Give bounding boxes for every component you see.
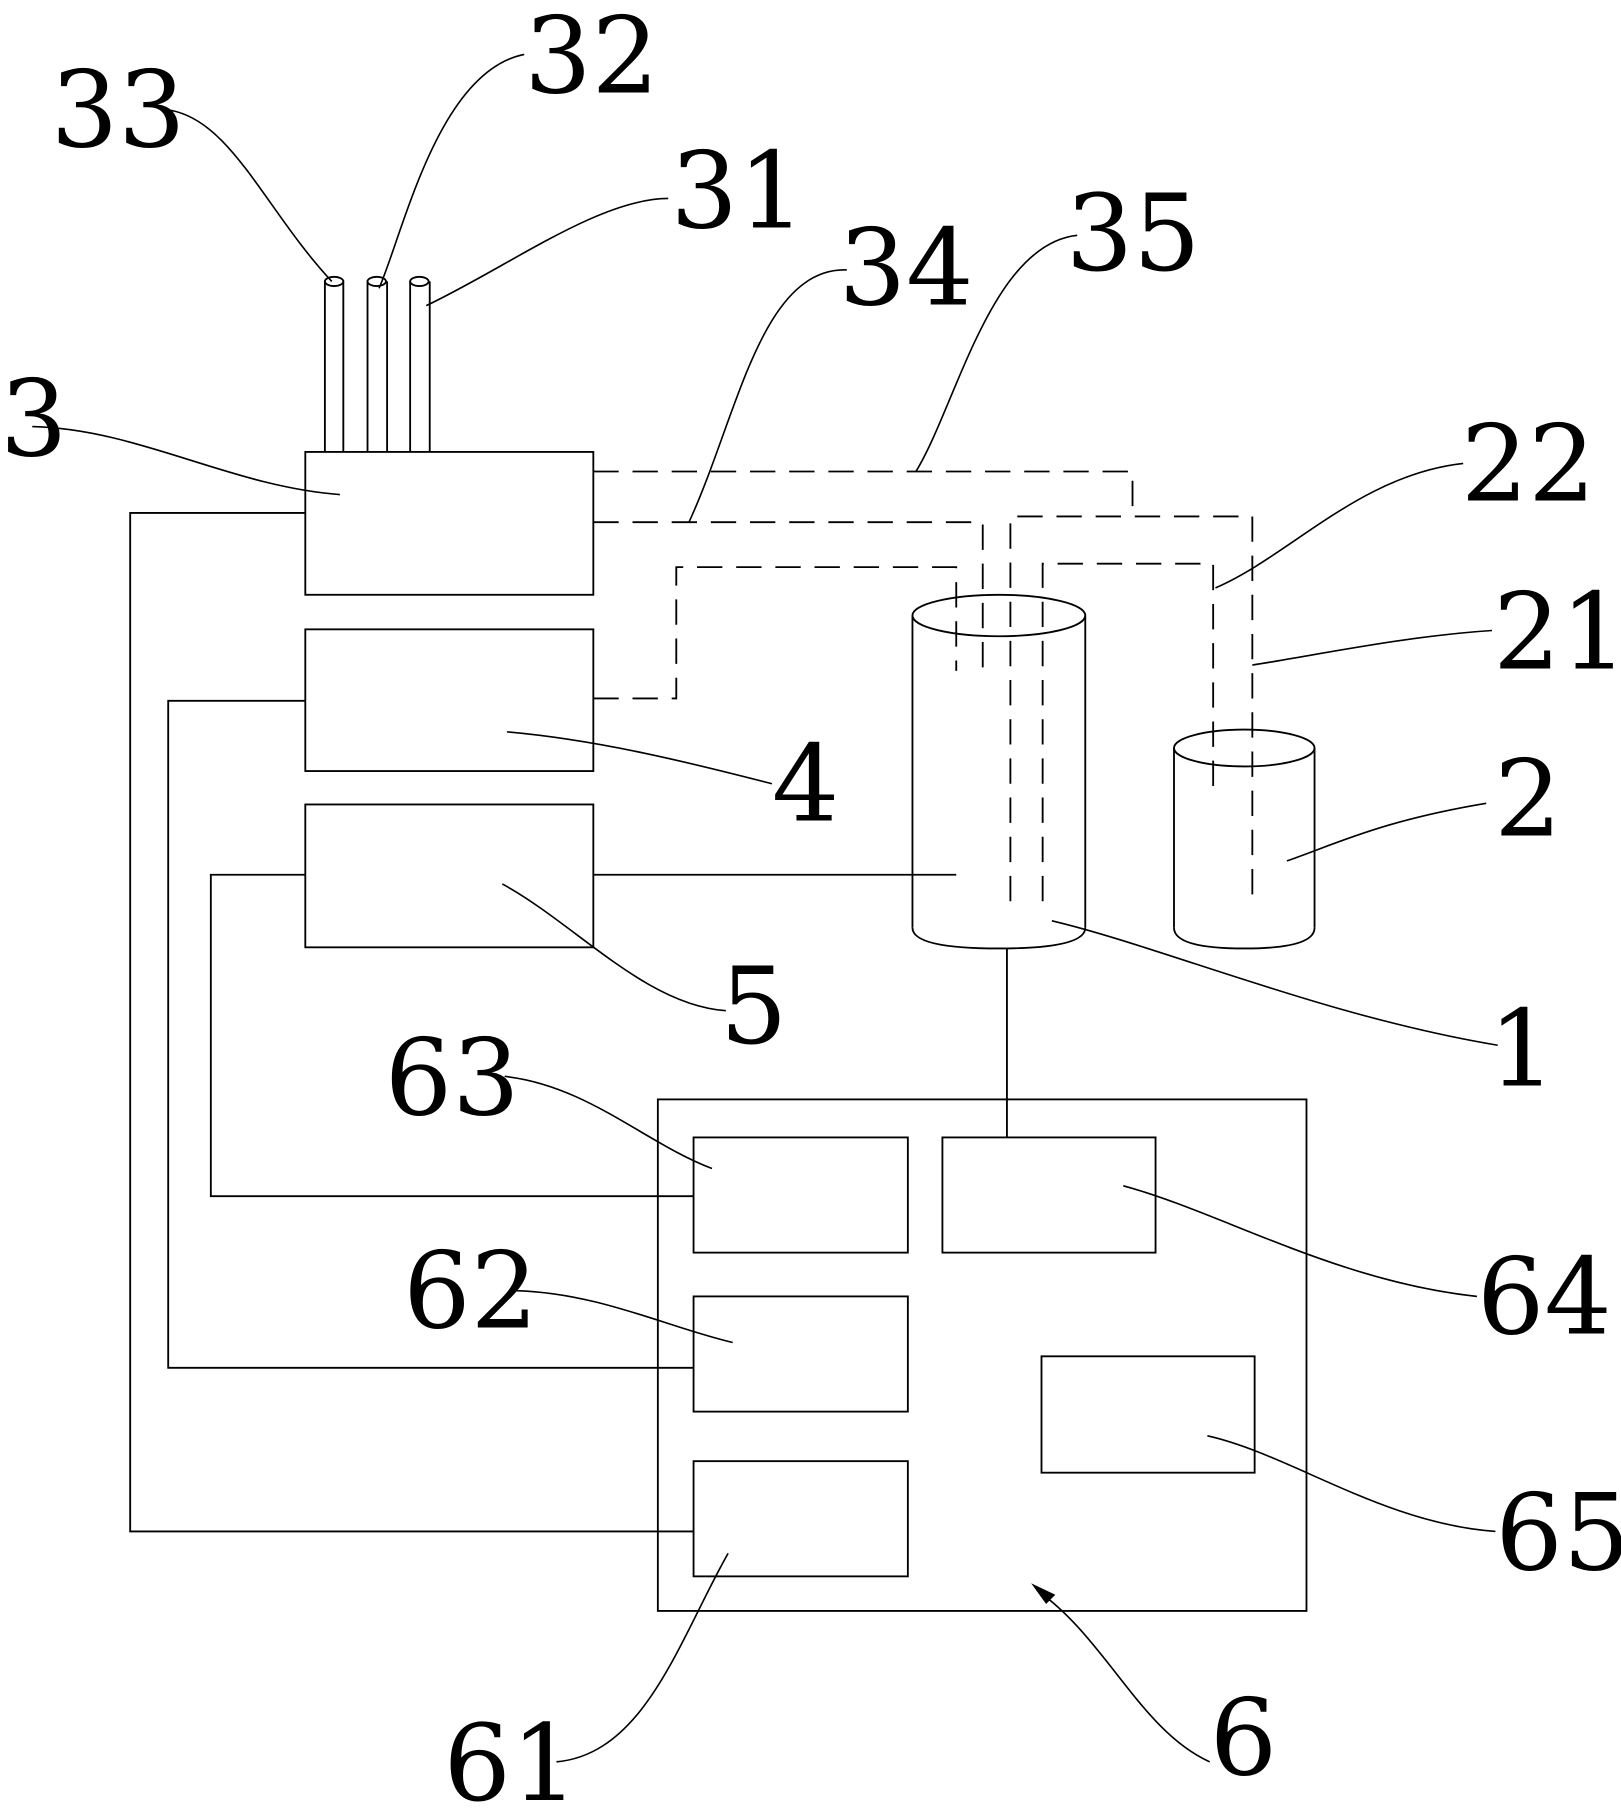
pipe-32 xyxy=(366,275,389,452)
pipe-33 xyxy=(323,275,345,452)
pipe-31 xyxy=(409,275,431,452)
leader-1 xyxy=(1051,920,1498,1047)
tank-1 xyxy=(911,593,1087,950)
label-1: 1 xyxy=(1489,988,1556,1111)
wire-5-to-63 xyxy=(209,873,694,1198)
label-32: 32 xyxy=(524,0,659,117)
line-22 xyxy=(1041,562,1215,902)
leader-33 xyxy=(166,108,333,282)
label-34: 34 xyxy=(839,206,974,329)
leader-61 xyxy=(556,1552,729,1763)
box-4 xyxy=(304,628,595,772)
box-5 xyxy=(304,803,595,949)
line-35 xyxy=(593,470,1134,517)
leader-2 xyxy=(1286,802,1487,862)
label-22: 22 xyxy=(1461,402,1596,525)
line-4-to-tank1 xyxy=(593,566,958,700)
label-64: 64 xyxy=(1477,1235,1612,1358)
wire-3-to-61 xyxy=(129,512,694,1533)
box-64 xyxy=(941,1136,1157,1254)
label-65: 65 xyxy=(1495,1471,1621,1594)
label-35: 35 xyxy=(1066,172,1201,295)
leader-35 xyxy=(915,234,1078,472)
label-6: 6 xyxy=(1210,1677,1277,1800)
arrowhead-6 xyxy=(1031,1583,1056,1605)
leader-34 xyxy=(688,269,847,523)
leader-3 xyxy=(32,425,340,496)
label-2: 2 xyxy=(1494,738,1561,861)
leader-21 xyxy=(1252,629,1493,666)
leader-65 xyxy=(1207,1435,1496,1533)
box-65 xyxy=(1040,1355,1256,1474)
leader-6 xyxy=(1036,1589,1211,1763)
label-5: 5 xyxy=(720,945,787,1068)
line-34 xyxy=(593,521,984,671)
label-21: 21 xyxy=(1493,571,1621,694)
leader-31 xyxy=(425,197,669,307)
label-3: 3 xyxy=(0,357,67,480)
label-63: 63 xyxy=(385,1016,520,1139)
label-31: 31 xyxy=(671,129,806,252)
leader-5 xyxy=(501,883,726,1012)
box-61 xyxy=(692,1460,909,1578)
tank-2 xyxy=(1173,728,1316,950)
leader-64 xyxy=(1123,1185,1478,1298)
wire-4-to-62 xyxy=(167,699,694,1369)
leader-62 xyxy=(516,1289,733,1344)
box-3 xyxy=(304,451,595,596)
line-21 xyxy=(1009,515,1254,909)
label-61: 61 xyxy=(444,1702,579,1814)
leader-63 xyxy=(504,1075,713,1170)
box-62 xyxy=(692,1295,909,1413)
leader-4 xyxy=(506,731,773,785)
label-33: 33 xyxy=(51,49,186,172)
leader-32 xyxy=(378,53,525,289)
label-4: 4 xyxy=(772,723,839,846)
label-62: 62 xyxy=(403,1230,538,1353)
control-unit-6 xyxy=(656,1098,1308,1612)
box-63 xyxy=(692,1136,909,1254)
leader-22 xyxy=(1215,462,1464,589)
